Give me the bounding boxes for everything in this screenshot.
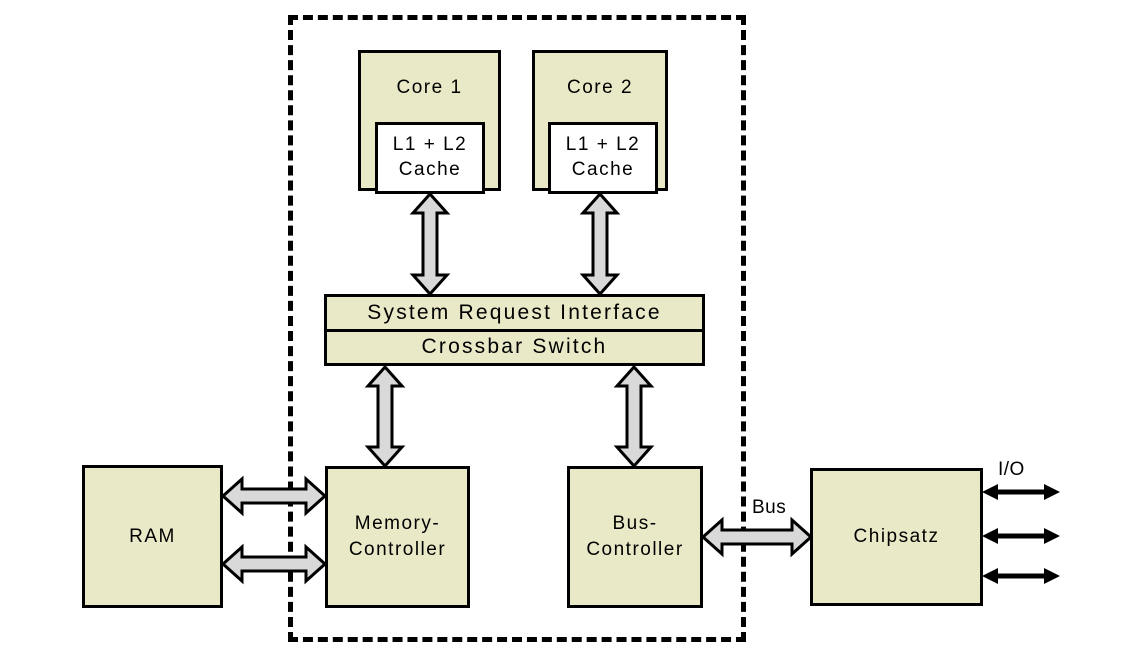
crossbar-switch-label: Crossbar Switch — [421, 335, 608, 359]
arrow-ram-to-memory-controller-lower — [220, 543, 328, 585]
bus-controller-block[interactable]: Bus- Controller — [567, 466, 703, 608]
arrow-chipset-io-2 — [982, 528, 1060, 544]
bus-connection-label: Bus — [752, 497, 787, 518]
crossbar-switch-block[interactable]: Crossbar Switch — [327, 332, 702, 364]
arrow-crossbar-to-memory-controller — [364, 364, 406, 469]
memory-controller-label: Memory- Controller — [348, 513, 447, 560]
core-2-cache-label: L1 + L2 Cache — [565, 134, 641, 180]
arrow-chipset-io-1 — [982, 484, 1060, 500]
ram-block[interactable]: RAM — [82, 465, 223, 608]
ram-label: RAM — [129, 525, 176, 547]
memory-controller-block[interactable]: Memory- Controller — [325, 466, 470, 608]
core-2-block[interactable]: Core 2 L1 + L2 Cache — [532, 50, 668, 194]
arrow-core1-to-sri — [409, 191, 451, 297]
arrow-crossbar-to-bus-controller — [613, 364, 655, 469]
system-request-interface-block[interactable]: System Request Interface — [327, 297, 702, 332]
core-1-label: Core 1 — [396, 77, 463, 98]
bus-controller-label: Bus- Controller — [586, 513, 684, 560]
chipset-label: Chipsatz — [853, 526, 940, 548]
core-1-cache-block[interactable]: L1 + L2 Cache — [375, 122, 485, 194]
core-1-cache-label: L1 + L2 Cache — [392, 134, 468, 180]
arrow-chipset-io-3 — [982, 568, 1060, 584]
core-2-cache-block[interactable]: L1 + L2 Cache — [548, 122, 658, 194]
arrow-core2-to-sri — [579, 191, 621, 297]
arrow-ram-to-memory-controller-upper — [220, 475, 328, 517]
core-2-label: Core 2 — [566, 77, 634, 98]
chipset-block[interactable]: Chipsatz — [810, 468, 983, 606]
system-request-interface-label: System Request Interface — [367, 300, 662, 324]
io-connection-label: I/O — [998, 459, 1025, 480]
arrow-bus-controller-to-chipset — [700, 516, 814, 558]
core-1-block[interactable]: Core 1 L1 + L2 Cache — [358, 50, 501, 194]
system-request-crossbar-block: System Request Interface Crossbar Switch — [324, 294, 705, 366]
